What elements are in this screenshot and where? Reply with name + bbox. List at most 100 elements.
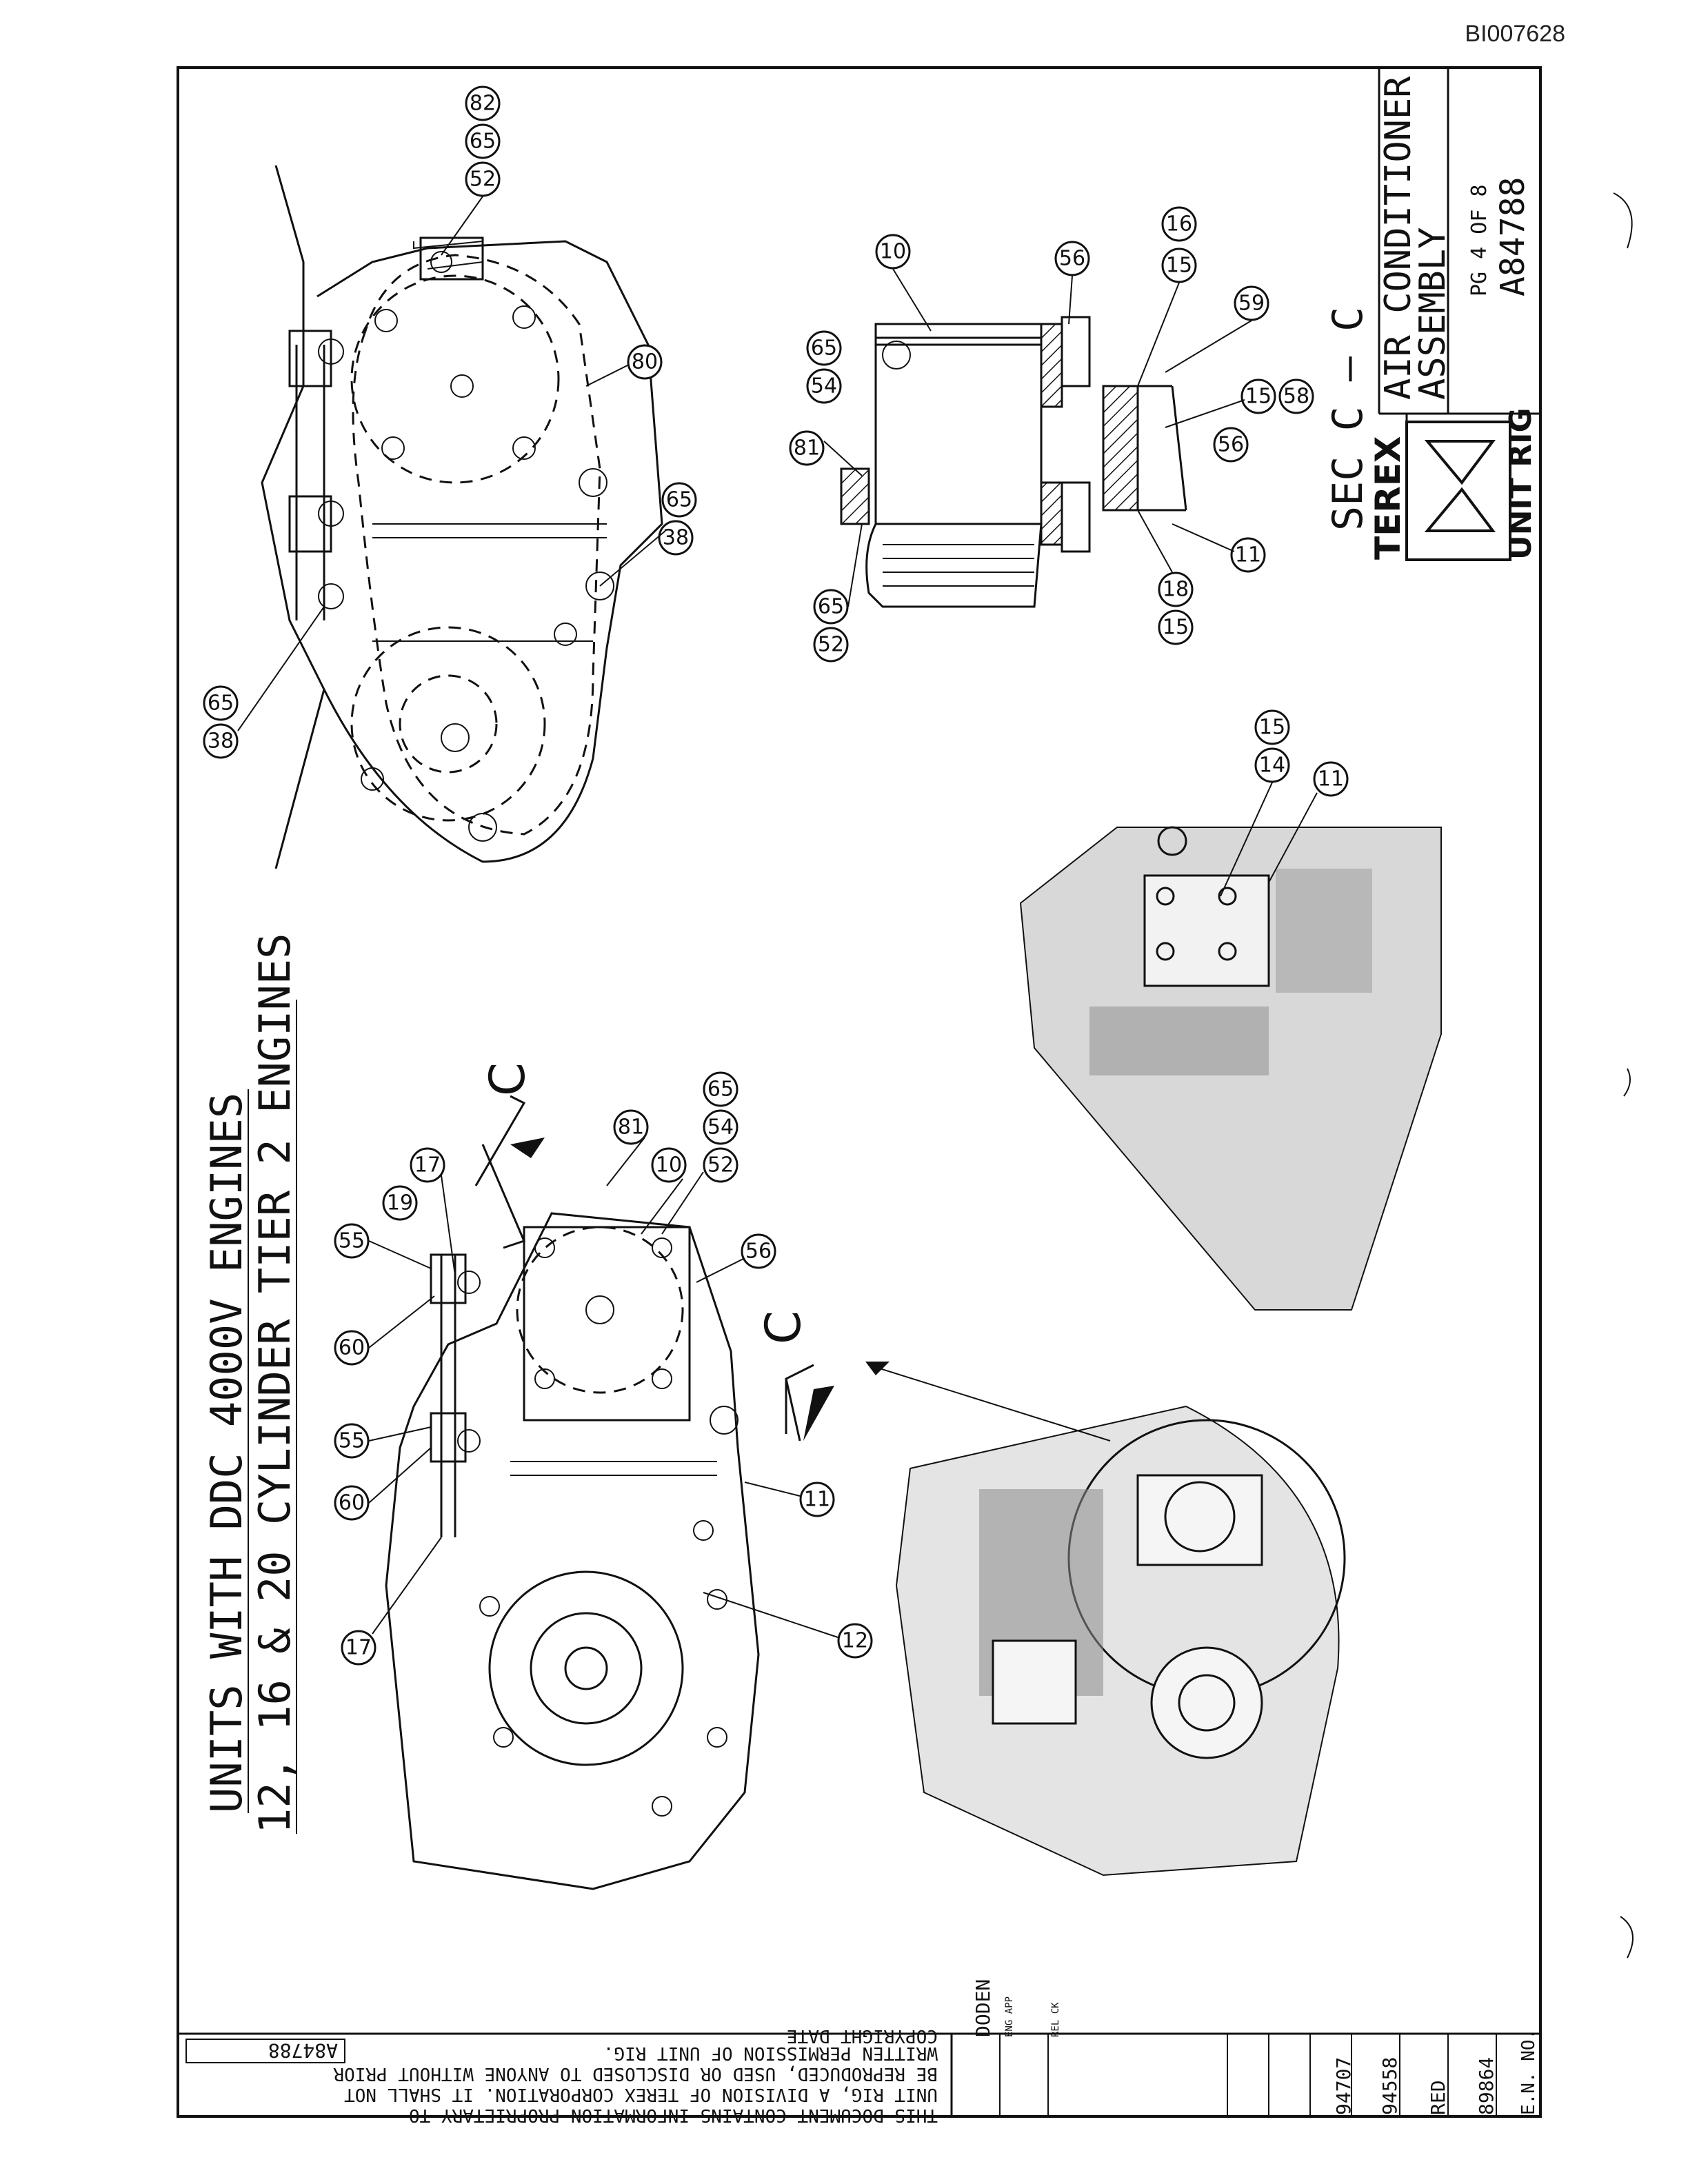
svg-text:82: 82	[470, 92, 496, 116]
callout-60: 60	[334, 1485, 370, 1521]
callout-52: 52	[813, 627, 849, 663]
callout-15: 15	[1240, 378, 1276, 414]
svg-text:60: 60	[339, 1491, 365, 1515]
callout-15: 15	[1158, 609, 1194, 645]
callout-38: 38	[203, 723, 239, 759]
svg-text:11: 11	[1235, 543, 1261, 567]
svg-text:54: 54	[811, 374, 837, 398]
notice-line-3: BE REPRODUCED, USED OR DISCLOSED TO ANYO…	[333, 2063, 938, 2084]
en-number-label: E.N. NO.	[1518, 2029, 1539, 2115]
svg-text:52: 52	[707, 1153, 734, 1177]
callout-17: 17	[341, 1630, 376, 1666]
callout-82: 82	[465, 85, 501, 121]
top-view-drawing	[261, 165, 663, 869]
callout-65: 65	[703, 1071, 738, 1107]
callout-56: 56	[1213, 427, 1249, 463]
logo-mark	[1424, 440, 1496, 532]
notice-block: THIS DOCUMENT CONTAINS INFORMATION PROPR…	[178, 1979, 1540, 2125]
callout-81: 81	[789, 430, 825, 466]
callout-55: 55	[334, 1223, 370, 1259]
callout-10: 10	[651, 1147, 687, 1183]
callout-52: 52	[465, 161, 501, 197]
callout-65: 65	[465, 123, 501, 159]
svg-text:81: 81	[794, 436, 820, 461]
svg-text:65: 65	[811, 336, 837, 361]
svg-text:17: 17	[414, 1153, 441, 1177]
svg-text:10: 10	[880, 240, 906, 264]
svg-text:17: 17	[345, 1636, 372, 1660]
notice-line-4: WRITTEN PERMISSION OF UNIT RIG.	[603, 2043, 938, 2063]
section-label: SEC C — C	[1324, 307, 1372, 531]
svg-text:56: 56	[1059, 247, 1085, 271]
callout-52: 52	[703, 1147, 738, 1183]
svg-text:19: 19	[387, 1191, 413, 1215]
side-view-callouts: 81 10 52 54 65 17 19 55 56 60 55 60 11 1…	[334, 1071, 873, 1666]
callout-59: 59	[1234, 285, 1269, 321]
copyright-date: COPYRIGHT DATE	[787, 2025, 938, 2046]
drawing-border	[177, 66, 1542, 2118]
svg-text:12: 12	[842, 1629, 868, 1653]
svg-text:55: 55	[339, 1229, 365, 1253]
svg-text:65: 65	[666, 488, 692, 512]
rel-ck-label: REL CK	[1050, 2002, 1061, 2037]
callout-14: 14	[1254, 747, 1290, 783]
top-view-callouts: 82 65 52 80 38 65 38 65	[203, 85, 697, 759]
callout-55: 55	[334, 1423, 370, 1459]
callout-18: 18	[1158, 572, 1194, 607]
notice-line-1: THIS DOCUMENT CONTAINS INFORMATION PROPR…	[409, 2105, 938, 2125]
svg-text:15: 15	[1245, 385, 1272, 409]
callout-56: 56	[741, 1233, 776, 1269]
svg-text:18: 18	[1163, 578, 1189, 602]
callout-16: 16	[1161, 206, 1197, 242]
svg-text:65: 65	[818, 595, 844, 619]
detail-photo-callouts: 14 15 11	[1254, 709, 1349, 797]
section-marker-lower: C	[755, 1311, 812, 1344]
callout-54: 54	[806, 368, 842, 404]
svg-text:58: 58	[1283, 385, 1309, 409]
svg-text:38: 38	[208, 729, 234, 754]
drawn-by: DODEN	[972, 1979, 994, 2037]
heading-line-2: 12, 16 & 20 CYLINDER TIER 2 ENGINES	[250, 933, 300, 1834]
revision-row-3: RED	[1427, 2080, 1449, 2115]
section-view-drawing	[840, 316, 1187, 608]
svg-text:56: 56	[745, 1240, 772, 1264]
svg-text:55: 55	[339, 1429, 365, 1453]
revision-row-2: 94558	[1378, 2057, 1401, 2115]
terex-logo	[1405, 421, 1511, 561]
callout-80: 80	[627, 344, 663, 380]
callout-11: 11	[1313, 761, 1349, 797]
revision-row-4: 89864	[1475, 2057, 1498, 2115]
side-view-drawing	[385, 1095, 834, 1890]
callout-11: 11	[799, 1482, 835, 1517]
svg-text:65: 65	[208, 691, 234, 716]
terex-brand: TEREX	[1368, 436, 1408, 560]
callout-19: 19	[382, 1185, 418, 1221]
callout-38: 38	[658, 520, 694, 556]
callout-11: 11	[1230, 537, 1266, 573]
svg-text:52: 52	[818, 633, 844, 657]
svg-text:11: 11	[1318, 767, 1344, 791]
svg-text:56: 56	[1218, 433, 1244, 457]
svg-text:15: 15	[1166, 254, 1192, 278]
svg-text:11: 11	[804, 1488, 830, 1512]
svg-text:54: 54	[707, 1115, 734, 1140]
callout-10: 10	[875, 234, 911, 270]
svg-text:65: 65	[470, 130, 496, 154]
title-line-1: AIR CONDITIONER	[1378, 76, 1419, 400]
svg-text:80: 80	[632, 350, 658, 374]
section-marker-upper: C	[479, 1062, 536, 1096]
callout-15: 15	[1161, 247, 1197, 283]
svg-text:14: 14	[1259, 754, 1285, 778]
callout-65: 65	[661, 482, 697, 518]
callout-56: 56	[1054, 241, 1090, 276]
callout-15: 15	[1254, 709, 1290, 745]
title-block: TEREX UNIT RIG AIR CONDITIONER ASSEMBLY …	[1368, 68, 1540, 561]
callout-65: 65	[813, 589, 849, 625]
drawing-number: A84788	[1494, 177, 1532, 296]
svg-text:10: 10	[656, 1153, 682, 1177]
notice-drawing-number: A84788	[268, 2039, 338, 2062]
svg-text:59: 59	[1238, 292, 1265, 316]
callout-12: 12	[837, 1623, 873, 1659]
callout-65: 65	[203, 685, 239, 721]
